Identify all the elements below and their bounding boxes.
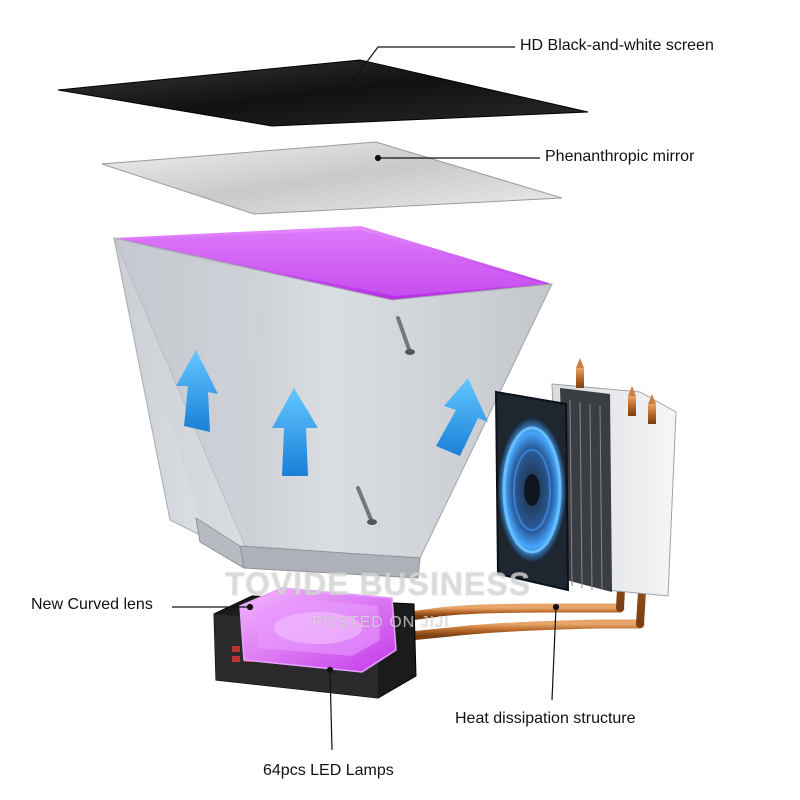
funnel-screw bbox=[356, 486, 377, 525]
up-arrow-icon bbox=[436, 378, 488, 456]
label-led-lamps: 64pcs LED Lamps bbox=[263, 762, 394, 779]
label-mirror: Phenanthropic mirror bbox=[545, 148, 695, 165]
label-curved-lens: New Curved lens bbox=[31, 596, 153, 613]
fan-icon bbox=[494, 390, 570, 592]
up-arrow-icon bbox=[272, 388, 318, 476]
funnel-screw bbox=[396, 316, 415, 355]
curved-lens bbox=[239, 587, 397, 673]
label-hd-screen: HD Black-and-white screen bbox=[520, 37, 714, 54]
light-funnel bbox=[113, 226, 553, 579]
leader-lines bbox=[172, 46, 560, 751]
mirror-plate bbox=[101, 141, 563, 215]
up-arrow-icon bbox=[176, 350, 218, 432]
heatsink-fins bbox=[551, 358, 677, 597]
label-heat-dissipation: Heat dissipation structure bbox=[455, 710, 636, 727]
hd-screen-plate bbox=[57, 59, 589, 127]
